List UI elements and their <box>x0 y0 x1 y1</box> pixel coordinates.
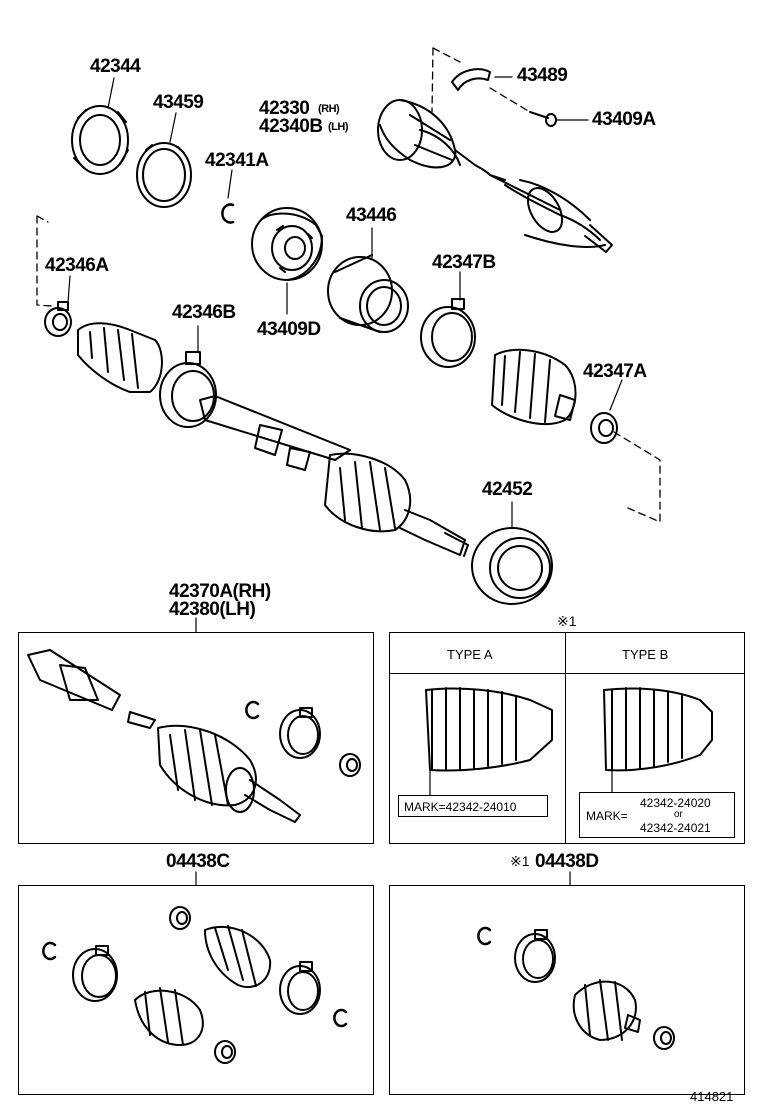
mark-b-or: or <box>674 809 683 820</box>
label-42452: 42452 <box>482 479 533 500</box>
note-marker-1: ※1 <box>557 613 577 629</box>
dust-cover-43446 <box>327 254 409 333</box>
boot-kit-c-2 <box>134 987 204 1046</box>
label-42380: 42380(LH) <box>169 599 256 620</box>
label-42347B: 42347B <box>432 252 496 273</box>
circlip-kit-c-1 <box>42 941 57 961</box>
boot-right <box>491 348 577 426</box>
label-43446: 43446 <box>346 205 397 226</box>
outer-joint-42330 <box>377 99 613 253</box>
type-b-boot <box>603 687 713 772</box>
label-42330-side: (RH) <box>318 103 340 115</box>
clip-43489 <box>451 68 491 91</box>
circlip-42341A <box>221 203 235 224</box>
boot-clamp-42347B <box>420 298 476 368</box>
drive-shaft <box>199 395 469 557</box>
label-42344: 42344 <box>90 56 141 77</box>
label-43489: 43489 <box>517 65 568 86</box>
circlip-box1 <box>245 700 260 720</box>
label-42340B: 42340B <box>259 116 323 137</box>
mark-a-box: MARK=42342-24010 <box>398 795 548 817</box>
boot-clamp-42347A <box>590 412 618 444</box>
small-clamp-kit-c-2 <box>214 1040 236 1064</box>
assembly-box <box>18 632 374 844</box>
label-43409D: 43409D <box>257 319 321 340</box>
mark-b-box: MARK= 42342-24020 or 42342-24021 <box>579 792 735 838</box>
boot-kit-d <box>572 979 641 1041</box>
label-43409A: 43409A <box>592 109 656 130</box>
boot-kit-c-1 <box>204 925 272 988</box>
clamp-kit-d <box>514 929 556 983</box>
mark-a-text: MARK=42342-24010 <box>404 800 517 814</box>
label-43459: 43459 <box>153 92 204 113</box>
boot-band-ring-42344 <box>71 105 129 175</box>
dust-seal-42452 <box>471 527 553 605</box>
figure-number: 414821 <box>690 1089 734 1104</box>
type-a-boot <box>425 687 553 772</box>
clamp-kit-c-2 <box>279 961 321 1015</box>
label-04438C: 04438C <box>166 851 230 872</box>
mark-b-2: 42342-24021 <box>640 821 711 835</box>
small-clamp-box1 <box>339 753 361 777</box>
boot-clamp-42346A <box>44 301 72 337</box>
label-42330: 42330 <box>259 98 310 119</box>
circlip-kit-d <box>477 926 492 946</box>
note-marker-2: ※1 <box>510 853 530 869</box>
mark-b-1: 42342-24020 <box>640 796 711 810</box>
kit-c-box <box>18 885 374 1095</box>
boot-left <box>77 322 163 393</box>
label-42340B-side: (LH) <box>328 121 349 133</box>
bolt-43409A <box>529 111 557 127</box>
label-42370A: 42370A(RH) <box>169 581 271 602</box>
label-42341A: 42341A <box>205 150 269 171</box>
clamp-box1 <box>279 707 321 759</box>
boot-clamp-42346B <box>159 351 217 428</box>
label-04438D: 04438D <box>535 851 599 872</box>
snap-ring-43459 <box>136 142 192 208</box>
label-42346A: 42346A <box>45 255 109 276</box>
circlip-kit-c-2 <box>333 1008 348 1028</box>
flange-43409D <box>251 207 323 281</box>
small-clamp-kit-d <box>653 1026 675 1050</box>
kit-d-box <box>389 885 745 1095</box>
types-header-line <box>389 673 745 674</box>
boot-types-panel <box>389 632 745 844</box>
small-clamp-kit-c-1 <box>169 906 191 930</box>
clamp-kit-c-1 <box>72 945 118 1002</box>
inboard-joint-assembly-art <box>27 649 301 823</box>
types-divider <box>565 632 566 844</box>
mark-b-prefix: MARK= <box>586 809 628 823</box>
label-42346B: 42346B <box>172 302 236 323</box>
type-a-heading: TYPE A <box>447 647 493 662</box>
type-b-heading: TYPE B <box>622 647 669 662</box>
label-42347A: 42347A <box>583 361 647 382</box>
